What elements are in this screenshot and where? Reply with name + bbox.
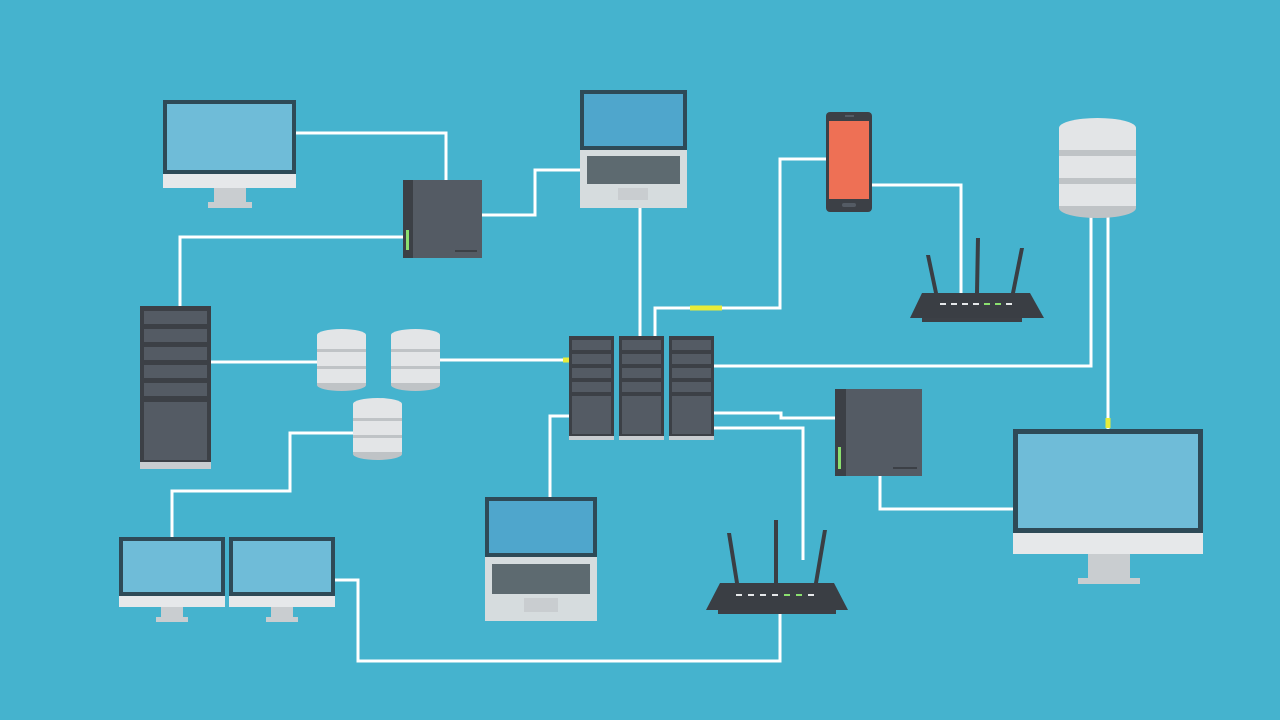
- router-right-leds: [940, 303, 1012, 305]
- server-tower-icon: [140, 306, 211, 469]
- router-bottom-leds: [736, 594, 814, 596]
- server-unit-2: [619, 336, 664, 440]
- monitor-bottom-left-1-icon: [119, 537, 225, 622]
- server-unit-1: [569, 336, 614, 440]
- monitor-top-left-icon: [163, 100, 296, 208]
- cable-rack-to-switch-right: [713, 411, 836, 420]
- database-2-icon: [391, 329, 440, 391]
- server-rack-icon: [569, 336, 714, 440]
- router-right-icon: [910, 238, 1044, 322]
- database-cylinder-icon: [1059, 118, 1136, 218]
- cable-phone-to-router: [872, 183, 963, 293]
- server-unit-3: [669, 336, 714, 440]
- smartphone-icon: [826, 112, 872, 212]
- cable-monitors-to-router: [335, 578, 782, 663]
- monitor-bottom-left-2-icon: [229, 537, 335, 622]
- cable-rack-to-router-bottom: [713, 426, 805, 560]
- cable-switch-to-monitor: [878, 475, 1014, 511]
- monitor-large-right-icon: [1013, 429, 1203, 584]
- cable-rack-to-dbcylinder: [713, 217, 1093, 368]
- router-bottom-icon: [706, 520, 848, 614]
- laptop-bottom-icon: [485, 497, 597, 621]
- cable-monitor-to-switch: [296, 131, 448, 181]
- switch-right-icon: [835, 389, 922, 476]
- cable-switch-to-laptop: [482, 168, 581, 217]
- network-cables: [170, 131, 1111, 663]
- cable-database-to-monitors: [170, 431, 353, 538]
- database-3-icon: [353, 398, 402, 460]
- cable-rack-to-laptop-bottom: [548, 414, 570, 498]
- cable-server-to-switch: [178, 235, 404, 306]
- cable-rack-to-phone: [653, 157, 827, 337]
- laptop-top-icon: [580, 90, 687, 208]
- switch-top-icon: [403, 180, 482, 258]
- database-1-icon: [317, 329, 366, 391]
